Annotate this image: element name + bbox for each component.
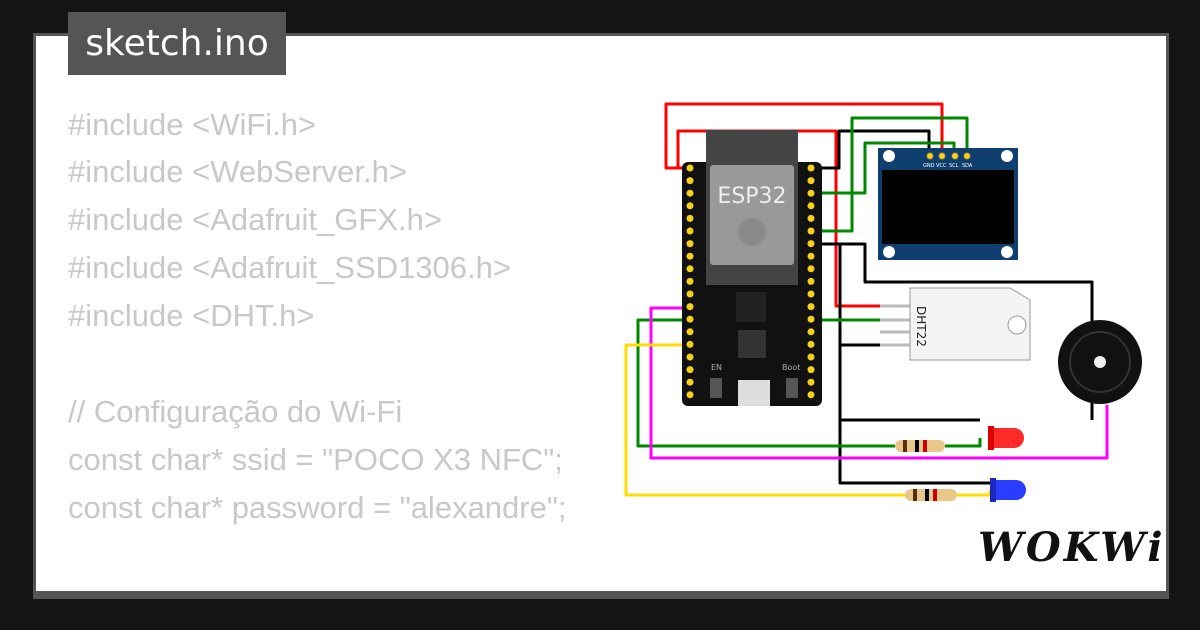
header-pin (686, 303, 694, 311)
header-pin (807, 340, 815, 348)
file-title: sketch.ino (68, 12, 286, 75)
oled-pin-sda: SDA (962, 163, 973, 169)
en-label: EN (711, 363, 722, 372)
led-red (988, 426, 1024, 450)
dht22-sensor: DHT22 (880, 287, 1031, 361)
code-line: #include <Adafruit_GFX.h> (68, 202, 442, 237)
header-pin (807, 290, 815, 298)
header-pin (686, 265, 694, 273)
header-pin (686, 315, 694, 323)
header-pin (686, 366, 694, 374)
header-pin (686, 328, 694, 336)
header-pin (807, 353, 815, 361)
header-pin (686, 353, 694, 361)
header-pin (686, 214, 694, 222)
oled-display: GND VCC SCL SDA (878, 148, 1018, 260)
header-pin (807, 164, 815, 172)
header-pin (807, 214, 815, 222)
header-pin (807, 328, 815, 336)
oled-pin-gnd: GND (923, 163, 935, 169)
header-pin (807, 303, 815, 311)
oled-pin-scl: SCL (949, 163, 959, 169)
wire-black-gnd-leds (838, 300, 990, 485)
header-pin (807, 189, 815, 197)
code-line: const char* password = "alexandre"; (68, 490, 567, 525)
code-line: // Configuração do Wi-Fi (68, 394, 403, 429)
code-line: #include <Adafruit_SSD1306.h> (68, 250, 511, 285)
oled-pin-vcc: VCC (936, 163, 947, 169)
wire-black-gnd-dht (811, 242, 880, 347)
header-pin (807, 265, 815, 273)
wire-red-oled-vcc (664, 102, 944, 170)
buzzer (1058, 320, 1142, 404)
header-pin (686, 340, 694, 348)
boot-label: Boot (782, 363, 800, 372)
header-pin (686, 391, 694, 399)
header-pin (686, 290, 694, 298)
header-pin (807, 177, 815, 185)
code-line: #include <DHT.h> (68, 298, 315, 333)
header-pin (807, 391, 815, 399)
header-pin (686, 227, 694, 235)
header-pin (807, 252, 815, 260)
code-line: #include <WebServer.h> (68, 154, 407, 189)
header-pin (807, 315, 815, 323)
resistor-blue-led (905, 489, 957, 501)
wire-green-scl (811, 141, 956, 195)
header-pin (686, 277, 694, 285)
wire-green-red-led (636, 318, 982, 448)
header-pin (807, 240, 815, 248)
code-line: const char* ssid = "POCO X3 NFC"; (68, 442, 563, 477)
wokwi-logo: WOKWi (978, 524, 1166, 571)
header-pin (686, 189, 694, 197)
header-pin (807, 227, 815, 235)
wire-green-sda (811, 116, 969, 233)
esp32-board: ESP32 EN Boot (682, 130, 822, 406)
wire-magenta-buzzer (649, 306, 1109, 460)
header-pin (686, 240, 694, 248)
code-line: #include <WiFi.h> (68, 107, 317, 142)
header-pin (807, 202, 815, 210)
header-pin (807, 378, 815, 386)
header-pin (686, 252, 694, 260)
header-pin (686, 378, 694, 386)
dht22-label: DHT22 (914, 306, 928, 347)
resistor-red-led (895, 440, 945, 452)
header-pin (686, 164, 694, 172)
wire-black-oled-gnd (811, 129, 931, 170)
header-pin (807, 366, 815, 374)
led-blue (990, 478, 1026, 502)
esp32-label: ESP32 (717, 184, 786, 209)
header-pin (807, 277, 815, 285)
header-pin (686, 177, 694, 185)
header-pin (686, 202, 694, 210)
